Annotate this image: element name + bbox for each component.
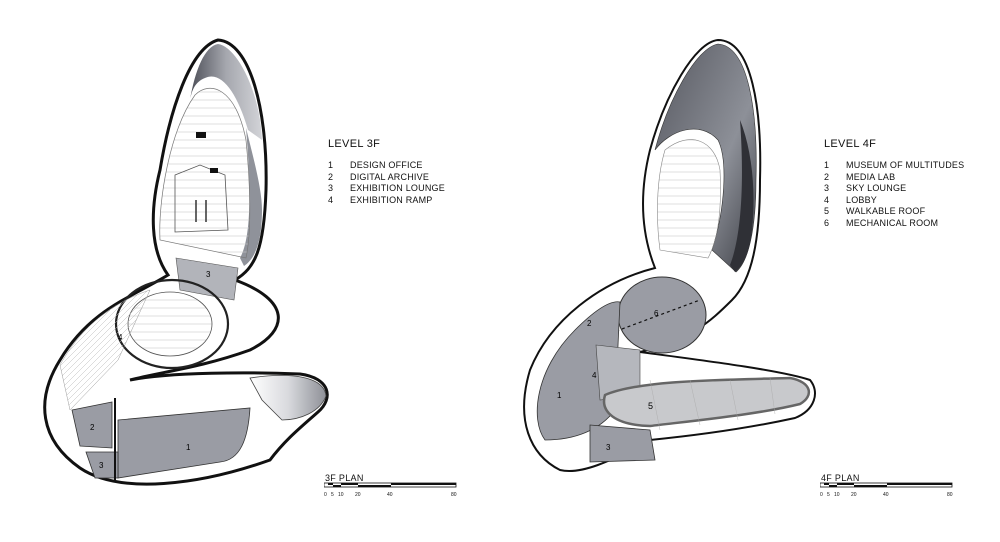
mechanical-room-4f [617, 276, 707, 354]
room-label-3f-2: 2 [90, 423, 95, 432]
scale-tick: 20 [851, 492, 857, 498]
legend-number: 3 [824, 183, 830, 193]
legend-label: SKY LOUNGE [846, 183, 907, 193]
north-column-b [210, 168, 218, 173]
exhibition-lounge-3f [85, 451, 119, 479]
shell-band-north [190, 44, 262, 140]
legend-number: 6 [824, 217, 830, 228]
legend-number: 2 [824, 171, 830, 182]
scale-tick: 5 [331, 492, 334, 498]
digital-archive-3f [71, 401, 113, 449]
legend-row: 1 DESIGN OFFICE [328, 160, 445, 172]
sky-lounge-4f [589, 424, 656, 463]
legend-title-4f: LEVEL 4F [824, 138, 877, 150]
plan-3f [43, 38, 329, 486]
scale-tick: 0 [324, 492, 327, 498]
plan-4f [523, 38, 816, 472]
legend-label: MECHANICAL ROOM [846, 217, 939, 228]
shell-edge-east-4f [730, 120, 754, 272]
scale-tick: 40 [387, 492, 393, 498]
legend-number: 4 [328, 194, 334, 205]
legend-row: 2 DIGITAL ARCHIVE [328, 172, 445, 184]
legend-label: EXHIBITION LOUNGE [350, 183, 445, 193]
legend-row: 5 WALKABLE ROOF [824, 206, 964, 218]
room-label-4f-4: 4 [592, 371, 597, 380]
legend-number: 1 [328, 160, 334, 170]
legend-label: MEDIA LAB [846, 171, 896, 182]
scale-tick: 10 [834, 492, 840, 498]
scale-bar-3f: 0 5 10 20 40 80 [324, 481, 458, 501]
north-core [174, 164, 229, 233]
room-label-3f-3a: 3 [206, 270, 211, 279]
legend-label: WALKABLE ROOF [846, 206, 926, 216]
legend-label: LOBBY [846, 194, 878, 205]
legend-number: 4 [824, 194, 830, 205]
scale-tick: 40 [883, 492, 889, 498]
room-label-4f-5: 5 [648, 401, 653, 411]
shell-roof-4f [654, 43, 757, 273]
room-label-3f-1: 1 [186, 443, 191, 452]
scale-bar-graphic [820, 482, 953, 488]
legend-4f: LEVEL 4F 1 MUSEUM OF MULTITUDES 2 MEDIA LA… [824, 138, 964, 229]
legend-number: 5 [824, 206, 830, 216]
design-office-3f [117, 407, 251, 479]
scale-tick: 0 [820, 492, 823, 498]
legend-label: MUSEUM OF MULTITUDES [846, 160, 965, 170]
legend-row: 4 EXHIBITION RAMP [328, 195, 445, 207]
room-label-4f-2: 2 [587, 319, 592, 328]
plan-title-4f: 4F PLAN [821, 473, 860, 483]
legend-row: 6 MECHANICAL ROOM [824, 218, 964, 230]
scale-bar-graphic [324, 482, 457, 488]
scale-tick: 20 [355, 492, 361, 498]
scale-tick: 80 [947, 492, 953, 498]
upper-deck-4f [657, 139, 721, 259]
room-label-3f-4: 4 [118, 333, 123, 342]
legend-row: 1 MUSEUM OF MULTITUDES [824, 160, 964, 172]
roof-grid-4f [649, 377, 776, 431]
legend-row: 3 SKY LOUNGE [824, 183, 964, 195]
scale-bar-4f: 0 5 10 20 40 80 [820, 481, 954, 501]
room-label-4f-1: 1 [557, 391, 562, 400]
west-wing-3f [59, 289, 151, 411]
legend-number: 3 [328, 183, 334, 193]
legend-label: DESIGN OFFICE [350, 160, 423, 170]
room-label-4f-6: 6 [654, 309, 659, 318]
legend-title-3f: LEVEL 3F [328, 138, 381, 150]
scale-tick: 5 [827, 492, 830, 498]
plan-title-3f: 3F PLAN [325, 473, 364, 483]
legend-3f: LEVEL 3F 1 DESIGN OFFICE 2 DIGITAL ARCHIVE… [328, 138, 445, 206]
legend-number: 1 [824, 160, 830, 170]
room-label-4f-3: 3 [606, 443, 611, 452]
north-column-a [196, 132, 206, 138]
room-label-3f-3b: 3 [99, 461, 104, 470]
scale-tick: 10 [338, 492, 344, 498]
scale-tick: 80 [451, 492, 457, 498]
legend-number: 2 [328, 171, 334, 182]
legend-label: EXHIBITION RAMP [350, 194, 433, 205]
legend-label: DIGITAL ARCHIVE [350, 171, 430, 182]
south-tail-3f [249, 375, 327, 421]
legend-row: 3 EXHIBITION LOUNGE [328, 183, 445, 195]
museum-of-multitudes-4f [536, 301, 621, 441]
legend-row: 4 LOBBY [824, 195, 964, 207]
legend-row: 2 MEDIA LAB [824, 172, 964, 184]
shell-band-east [240, 128, 262, 266]
walkable-roof-4f [602, 376, 811, 428]
